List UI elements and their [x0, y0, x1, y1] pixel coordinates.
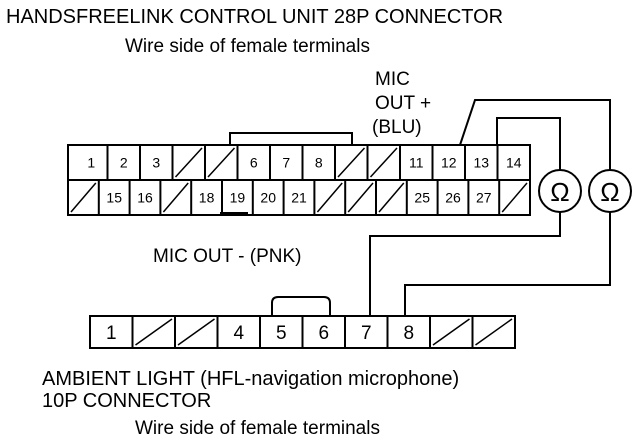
connector-28p-bottom-row: 15 16 18 19 20 21 25 26 27 [70, 180, 528, 215]
pin-28p-top-blank-slash [207, 147, 236, 178]
connector-28p-outline [67, 144, 531, 216]
pin-28p-top-label: 3 [152, 155, 160, 171]
connector-10p: 1 4 5 6 7 8 [89, 296, 516, 349]
pin-10p-label: 7 [361, 323, 372, 344]
ohmmeter-icon: Ω [538, 169, 582, 213]
wires [369, 99, 611, 316]
pin-28p-top-blank-slash [369, 147, 398, 178]
pin-28p-bottom-label: 21 [291, 190, 307, 206]
pin-28p-bottom-blank-slash [162, 182, 189, 213]
pin-10p-label: 8 [403, 323, 414, 344]
mic-out-plus-line1: MIC [375, 69, 410, 90]
pin-28p-bottom-blank-slash [501, 182, 528, 213]
header-subtitle: Wire side of female terminals [125, 36, 370, 57]
pin-28p-bottom-blank-slash [316, 182, 343, 213]
ohmmeter-1-circle [538, 169, 582, 213]
pin-28p-bottom-label: 16 [137, 190, 153, 206]
ohmmeter-icon: Ω [588, 169, 632, 213]
pin-28p-top-label: 14 [506, 155, 522, 171]
pin-28p-top-label: 7 [282, 155, 290, 171]
mic-out-minus-label: MIC OUT - (PNK) [153, 246, 301, 267]
pin-10p-label: 5 [276, 323, 287, 344]
footer-subtitle: Wire side of female terminals [135, 418, 380, 439]
pin-28p-bottom-label: 26 [445, 190, 461, 206]
wire-pin14-to-meter1 [496, 117, 561, 170]
connector-10p-lock-tab [271, 296, 331, 316]
pin-28p-bottom-blank-slash [70, 182, 97, 213]
pin-28p-bottom-label: 18 [199, 190, 215, 206]
footer-title-line1: AMBIENT LIGHT (HFL-navigation microphone… [42, 368, 459, 390]
pin-28p-bottom-blank-slash [378, 182, 405, 213]
pin-28p-top-label: 1 [87, 155, 95, 171]
pin-28p-top-label: 6 [250, 155, 258, 171]
pin-28p-bottom-label: 19 [230, 190, 246, 206]
pin-10p-blank-slash [177, 318, 215, 346]
mic-out-plus-line2: OUT + [375, 93, 431, 114]
header-title: HANDSFREELINK CONTROL UNIT 28P CONNECTOR [6, 6, 503, 28]
connector-10p-pins: 1 4 5 6 7 8 [106, 316, 513, 348]
mic-out-plus-line3: (BLU) [372, 117, 422, 138]
pin-28p-bottom-label: 25 [414, 190, 430, 206]
pin-10p-blank-slash [432, 318, 470, 346]
pin-10p-label: 1 [106, 323, 117, 344]
wire-meter2-to-pin8 [404, 212, 611, 316]
pin-28p-bottom-blank-slash [347, 182, 374, 213]
footer-title-line2: 10P CONNECTOR [42, 390, 211, 412]
connector-28p-lock-tab [229, 132, 353, 145]
wire-meter1-to-pin7 [369, 212, 561, 316]
pin-28p-top-label: 8 [315, 155, 323, 171]
ohmmeter-2-symbol: Ω [600, 177, 619, 207]
pin-28p-top-blank-slash [337, 147, 366, 178]
pin-28p-top-label: 11 [409, 155, 424, 171]
pin-28p-bottom-label: 15 [106, 190, 122, 206]
pin-28p-bottom-label: 20 [260, 190, 276, 206]
pin-28p-top-label: 13 [473, 155, 489, 171]
pin-10p-blank-slash [135, 318, 173, 346]
wire-pin13-to-meter2 [459, 99, 611, 170]
pin-10p-blank-slash [475, 318, 513, 346]
pin-10p-label: 4 [233, 323, 244, 344]
ohmmeter-1-symbol: Ω [550, 177, 569, 207]
pin-28p-bottom-label: 27 [476, 190, 492, 206]
pin-10p-label: 6 [318, 323, 329, 344]
ohmmeter-2-circle [588, 169, 632, 213]
pin-28p-top-label: 2 [120, 155, 128, 171]
pin-28p-top-blank-slash [174, 147, 203, 178]
connector-28p-key [220, 212, 248, 215]
pin-28p-top-label: 12 [441, 155, 457, 171]
